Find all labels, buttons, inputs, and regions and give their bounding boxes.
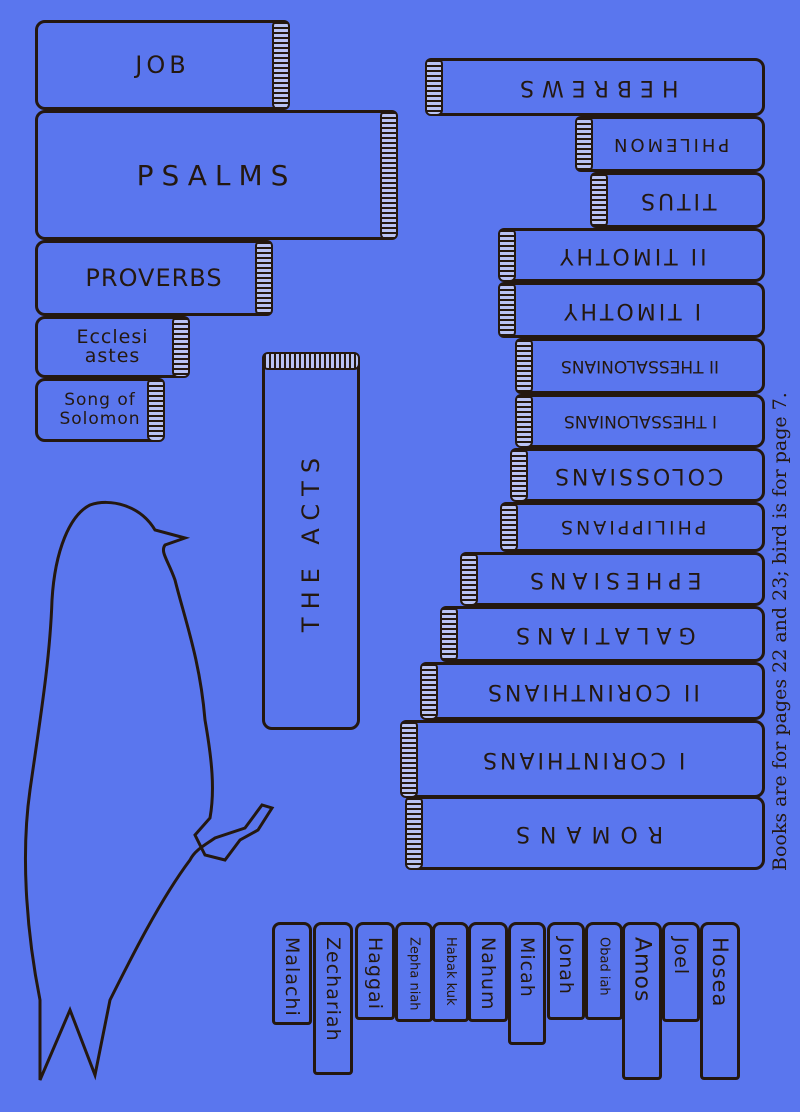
book-cap: [172, 316, 190, 378]
book-label: Habak kuk: [443, 937, 458, 1006]
book-label: Micah: [516, 937, 538, 998]
book-cap: [500, 502, 518, 552]
book-colossians[interactable]: COLOSSIANS: [510, 448, 765, 502]
book-zephaniah[interactable]: Zepha niah: [395, 922, 433, 1022]
book-label: II TIMOTHY: [556, 242, 707, 268]
book-label: ROMANS: [506, 820, 664, 846]
book-label: Malachi: [281, 937, 303, 1017]
book-label: PHILIPPIANS: [558, 516, 707, 538]
book-malachi[interactable]: Malachi: [272, 922, 312, 1025]
book-1-corinthians[interactable]: I CORINTHIANS: [400, 720, 765, 798]
book-haggai[interactable]: Haggai: [355, 922, 395, 1020]
book-label: Amos: [629, 937, 655, 1003]
book-cap: [147, 378, 165, 442]
book-romans[interactable]: ROMANS: [405, 796, 765, 870]
book-cap: [590, 172, 608, 228]
book-label: I CORINTHIANS: [479, 746, 686, 772]
book-cap: [460, 552, 478, 606]
book-label: I THESSALONIANS: [563, 411, 717, 431]
book-cap: [400, 720, 418, 798]
book-job[interactable]: JOB: [35, 20, 290, 110]
book-jonah[interactable]: Jonah: [547, 922, 585, 1020]
book-cap: [272, 20, 290, 110]
book-label: COLOSSIANS: [551, 462, 724, 488]
book-nahum[interactable]: Nahum: [468, 922, 508, 1022]
book-cap: [440, 606, 458, 662]
book-cap: [262, 352, 360, 370]
book-ecclesiastes[interactable]: Ecclesi astes: [35, 316, 190, 378]
book-ephesians[interactable]: EPHESIANS: [460, 552, 765, 606]
book-label: Nahum: [477, 937, 499, 1011]
book-label: GALATIANS: [509, 621, 696, 647]
book-label: JOB: [135, 51, 190, 79]
book-label: TITUS: [638, 187, 717, 213]
book-label: Zechariah: [322, 937, 344, 1042]
book-hebrews[interactable]: HEBREWS: [425, 58, 765, 116]
book-label: Hosea: [708, 937, 732, 1008]
book-label: I TIMOTHY: [561, 297, 702, 323]
book-song-of-solomon[interactable]: Song of Solomon: [35, 378, 165, 442]
book-galatians[interactable]: GALATIANS: [440, 606, 765, 662]
book-label: Song of Solomon: [59, 390, 141, 429]
book-cap: [405, 796, 423, 870]
book-label: Joel: [670, 937, 692, 976]
book-1-timothy[interactable]: I TIMOTHY: [498, 282, 765, 338]
book-micah[interactable]: Micah: [508, 922, 546, 1045]
book-label: Jonah: [555, 937, 577, 995]
book-label: THE ACTS: [297, 449, 325, 633]
book-label: Haggai: [364, 937, 386, 1010]
book-2-corinthians[interactable]: II CORINTHIANS: [420, 662, 765, 720]
book-proverbs[interactable]: PROVERBS: [35, 240, 273, 316]
book-cap: [510, 448, 528, 502]
book-psalms[interactable]: PSALMS: [35, 110, 398, 240]
book-cap: [255, 240, 273, 316]
book-2-thessalonians[interactable]: II THESSALONIANS: [515, 338, 765, 394]
book-hosea[interactable]: Hosea: [700, 922, 740, 1080]
book-label: HEBREWS: [511, 74, 679, 100]
book-cap: [380, 110, 398, 240]
book-habakkuk[interactable]: Habak kuk: [432, 922, 469, 1022]
book-cap: [515, 394, 533, 448]
page-caption: Books are for pages 22 and 23; bird is f…: [769, 392, 791, 871]
book-2-timothy[interactable]: II TIMOTHY: [498, 228, 765, 282]
book-acts[interactable]: THE ACTS: [262, 352, 360, 730]
book-joel[interactable]: Joel: [662, 922, 700, 1022]
book-label: EPHESIANS: [523, 566, 702, 592]
book-1-thessalonians[interactable]: I THESSALONIANS: [515, 394, 765, 448]
book-cap: [420, 662, 438, 720]
book-amos[interactable]: Amos: [622, 922, 662, 1080]
book-label: PSALMS: [136, 158, 297, 192]
book-label: II THESSALONIANS: [561, 356, 719, 376]
book-philemon[interactable]: PHILEMON: [575, 116, 765, 172]
book-label: PROVERBS: [85, 264, 223, 292]
book-zechariah[interactable]: Zechariah: [313, 922, 353, 1075]
book-label: Zepha niah: [406, 937, 422, 1011]
book-cap: [425, 58, 443, 116]
book-cap: [498, 282, 516, 338]
book-label: PHILEMON: [610, 133, 730, 155]
book-label: Ecclesi astes: [76, 326, 149, 367]
book-obadiah[interactable]: Obad iah: [585, 922, 623, 1020]
book-titus[interactable]: TITUS: [590, 172, 765, 228]
book-philippians[interactable]: PHILIPPIANS: [500, 502, 765, 552]
book-label: Obad iah: [596, 937, 612, 996]
book-cap: [498, 228, 516, 282]
book-label: II CORINTHIANS: [485, 678, 700, 704]
book-cap: [515, 338, 533, 394]
book-cap: [575, 116, 593, 172]
